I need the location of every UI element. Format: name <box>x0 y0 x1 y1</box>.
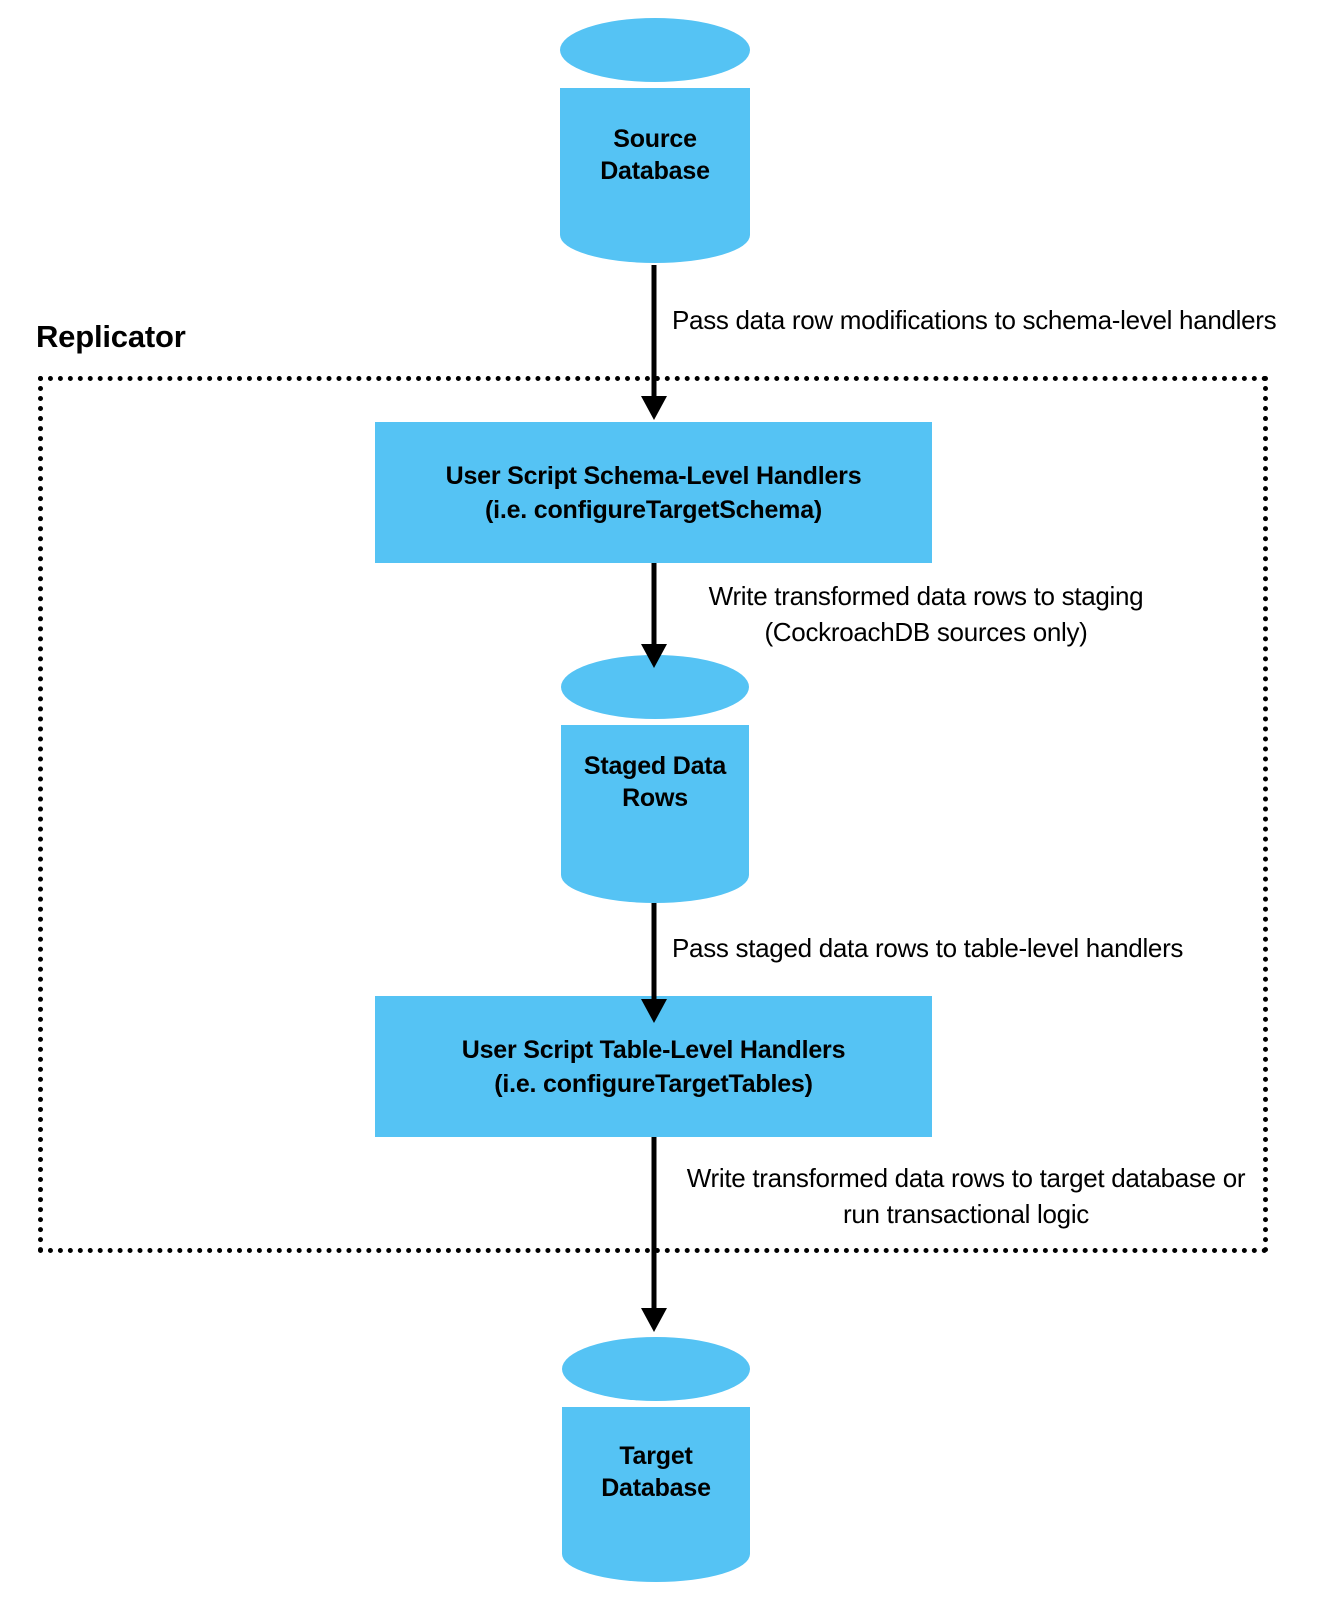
staged-rows-cylinder-body <box>561 725 749 875</box>
arrow-staged-to-table-head <box>641 999 667 1023</box>
source-database-cylinder-top <box>560 18 750 82</box>
replicator-group-title: Replicator <box>36 319 186 354</box>
arrow-source-to-schema <box>641 265 667 420</box>
arrow-schema-to-staged-line <box>651 563 657 645</box>
arrow-source-to-schema-head <box>641 396 667 420</box>
source-database-cylinder-body <box>560 88 750 235</box>
target-database-cylinder-top <box>562 1337 750 1401</box>
node-staged-rows: Staged Data Rows <box>561 655 749 903</box>
staged-rows-label: Staged Data Rows <box>583 752 727 812</box>
target-database-cylinder-body <box>562 1407 750 1554</box>
arrow-table-to-target <box>641 1137 667 1332</box>
node-target-database: Target Database <box>562 1337 750 1582</box>
edge-label-staged-to-table: Pass staged data rows to table-level han… <box>672 933 1184 963</box>
node-schema-handlers: User Script Schema-Level Handlers (i.e. … <box>375 422 932 563</box>
edge-label-schema-to-staged: Write transformed data rows to staging (… <box>708 581 1144 647</box>
node-source-database: Source Database <box>560 18 750 263</box>
arrow-table-to-target-line <box>651 1137 657 1309</box>
arrow-source-to-schema-line <box>651 265 657 397</box>
arrow-schema-to-staged-head <box>641 644 667 668</box>
arrow-staged-to-table-line <box>651 903 657 1000</box>
arrow-table-to-target-head <box>641 1308 667 1332</box>
table-handlers-label: User Script Table-Level Handlers (i.e. c… <box>461 1035 846 1098</box>
arrow-staged-to-table <box>641 903 667 1023</box>
source-database-label: Source Database <box>600 125 710 185</box>
edge-label-source-to-schema: Pass data row modifications to schema-le… <box>672 305 1277 335</box>
target-database-label: Target Database <box>601 1442 711 1502</box>
schema-handlers-label: User Script Schema-Level Handlers (i.e. … <box>445 461 862 524</box>
arrow-schema-to-staged <box>641 563 667 668</box>
edge-label-table-to-target: Write transformed data rows to target da… <box>686 1163 1246 1229</box>
